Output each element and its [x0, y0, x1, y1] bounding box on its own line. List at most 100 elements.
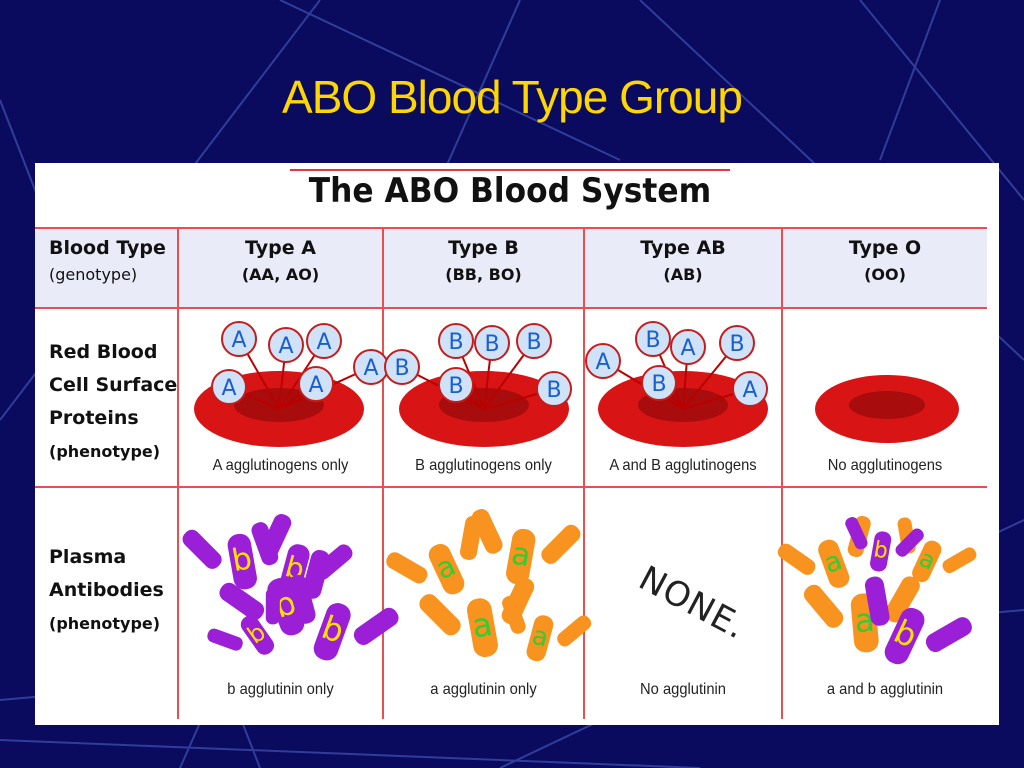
antigen-marker	[211, 369, 247, 405]
red-blood-cell-center	[849, 391, 925, 419]
antibody-stem	[506, 528, 536, 585]
column-name: Type AB	[640, 237, 726, 259]
antigen-marker	[438, 367, 474, 403]
antibody-caption-type-ab: No agglutinin	[640, 681, 726, 698]
antibody-stem	[884, 607, 925, 665]
antigen-letter: A	[742, 378, 757, 403]
column-header-type-a: Type A (AA, AO)	[179, 237, 382, 284]
row-label-line: (phenotype)	[49, 442, 161, 461]
antibody-arm	[182, 529, 222, 569]
antibody-arm	[557, 615, 592, 647]
column-header-type-b: Type B (BB, BO)	[384, 237, 583, 284]
antibody-shape: a	[897, 517, 977, 583]
antibody-shape: b	[845, 517, 924, 572]
antibody-arm	[777, 543, 816, 575]
antigen-letter: B	[484, 332, 499, 357]
grid-line	[35, 307, 987, 309]
antibody-arm	[895, 528, 924, 557]
column-genotype: (OO)	[864, 265, 906, 284]
antigen-letter: B	[546, 378, 561, 403]
rbc-illustration-type-o	[815, 375, 959, 443]
antigen-letter: B	[448, 374, 463, 399]
antigen-marker	[474, 325, 510, 361]
antigen-letter: A	[278, 334, 293, 359]
antibody-stem	[227, 533, 257, 590]
antigen-letter: A	[221, 376, 236, 401]
antibody-stem	[526, 615, 554, 662]
antibody-arm	[942, 547, 977, 574]
column-name: Type B	[448, 237, 519, 259]
row-label-surface-proteins: Red Blood Cell Surface Proteins (phenoty…	[49, 336, 177, 468]
row-label-line: Cell Surface	[49, 374, 178, 396]
antibody-arm	[207, 628, 243, 651]
grid-line	[177, 227, 179, 719]
antigen-marker	[719, 325, 755, 361]
antigen-letter: B	[729, 332, 744, 357]
antibody-letter: b	[872, 536, 890, 564]
antigen-letter: B	[645, 328, 660, 353]
antigen-marker	[536, 371, 572, 407]
antigen-marker	[298, 366, 334, 402]
antigen-marker	[384, 349, 420, 385]
antibody-arm	[884, 576, 920, 623]
antigen-marker	[641, 365, 677, 401]
antibody-arm	[864, 576, 890, 626]
antibody-arm	[502, 595, 526, 634]
antigen-letter: A	[308, 373, 323, 398]
antibody-arm	[353, 607, 399, 645]
antigen-caption-type-b: B agglutinogens only	[415, 457, 552, 474]
column-genotype: (BB, BO)	[445, 265, 522, 284]
grid-line	[781, 227, 783, 719]
grid-line	[35, 486, 987, 488]
row-header-line1: Blood Type	[49, 237, 166, 259]
antigen-marker	[306, 323, 342, 359]
antibody-stem	[818, 539, 850, 588]
antigen-letter: A	[231, 328, 246, 353]
title-top-rule	[290, 169, 730, 171]
antibody-arm	[251, 522, 279, 566]
antigen-letter: B	[448, 330, 463, 355]
antibody-arm	[219, 582, 265, 620]
row-label-plasma-antibodies: Plasma Antibodies (phenotype)	[49, 541, 164, 640]
slide-title: ABO Blood Type Group	[282, 71, 743, 123]
antigen-letter: B	[394, 356, 409, 381]
antibody-arm	[925, 617, 972, 653]
antibody-arm	[265, 588, 280, 625]
antigen-marker	[732, 371, 768, 407]
antigen-caption-type-ab: A and B agglutinogens	[609, 457, 757, 474]
column-genotype: (AB)	[663, 265, 703, 284]
column-name: Type O	[848, 237, 922, 259]
grid-line	[382, 227, 384, 719]
antigen-marker	[585, 343, 621, 379]
antigen-caption-type-o: No agglutinogens	[827, 457, 943, 474]
abo-table-panel: The ABO Blood System Blood Type (genotyp…	[35, 163, 999, 725]
antigen-letter: B	[651, 372, 666, 397]
antigen-letter: B	[526, 330, 541, 355]
antigen-marker	[635, 321, 671, 357]
header-row	[35, 227, 987, 307]
antibody-stem	[912, 540, 942, 583]
antigen-marker	[438, 323, 474, 359]
row-label-line: Red Blood	[49, 341, 158, 363]
antigen-letter: A	[316, 330, 331, 355]
row-label-line: Plasma	[49, 546, 127, 568]
antibody-stem	[466, 598, 498, 657]
row-header-blood-type: Blood Type (genotype)	[35, 237, 191, 284]
row-label-line: Proteins	[49, 407, 139, 429]
antigen-marker	[516, 323, 552, 359]
antibody-shape: a	[502, 595, 592, 662]
antibody-arm	[302, 549, 330, 599]
column-name: Type A	[245, 237, 316, 259]
antibody-shape: a	[419, 577, 535, 657]
antibody-stem	[240, 615, 275, 655]
antibody-letter: a	[529, 620, 552, 653]
column-header-type-ab: Type AB (AB)	[585, 237, 781, 284]
column-genotype: (AA, AO)	[241, 265, 320, 284]
antigen-letter: A	[363, 356, 378, 381]
